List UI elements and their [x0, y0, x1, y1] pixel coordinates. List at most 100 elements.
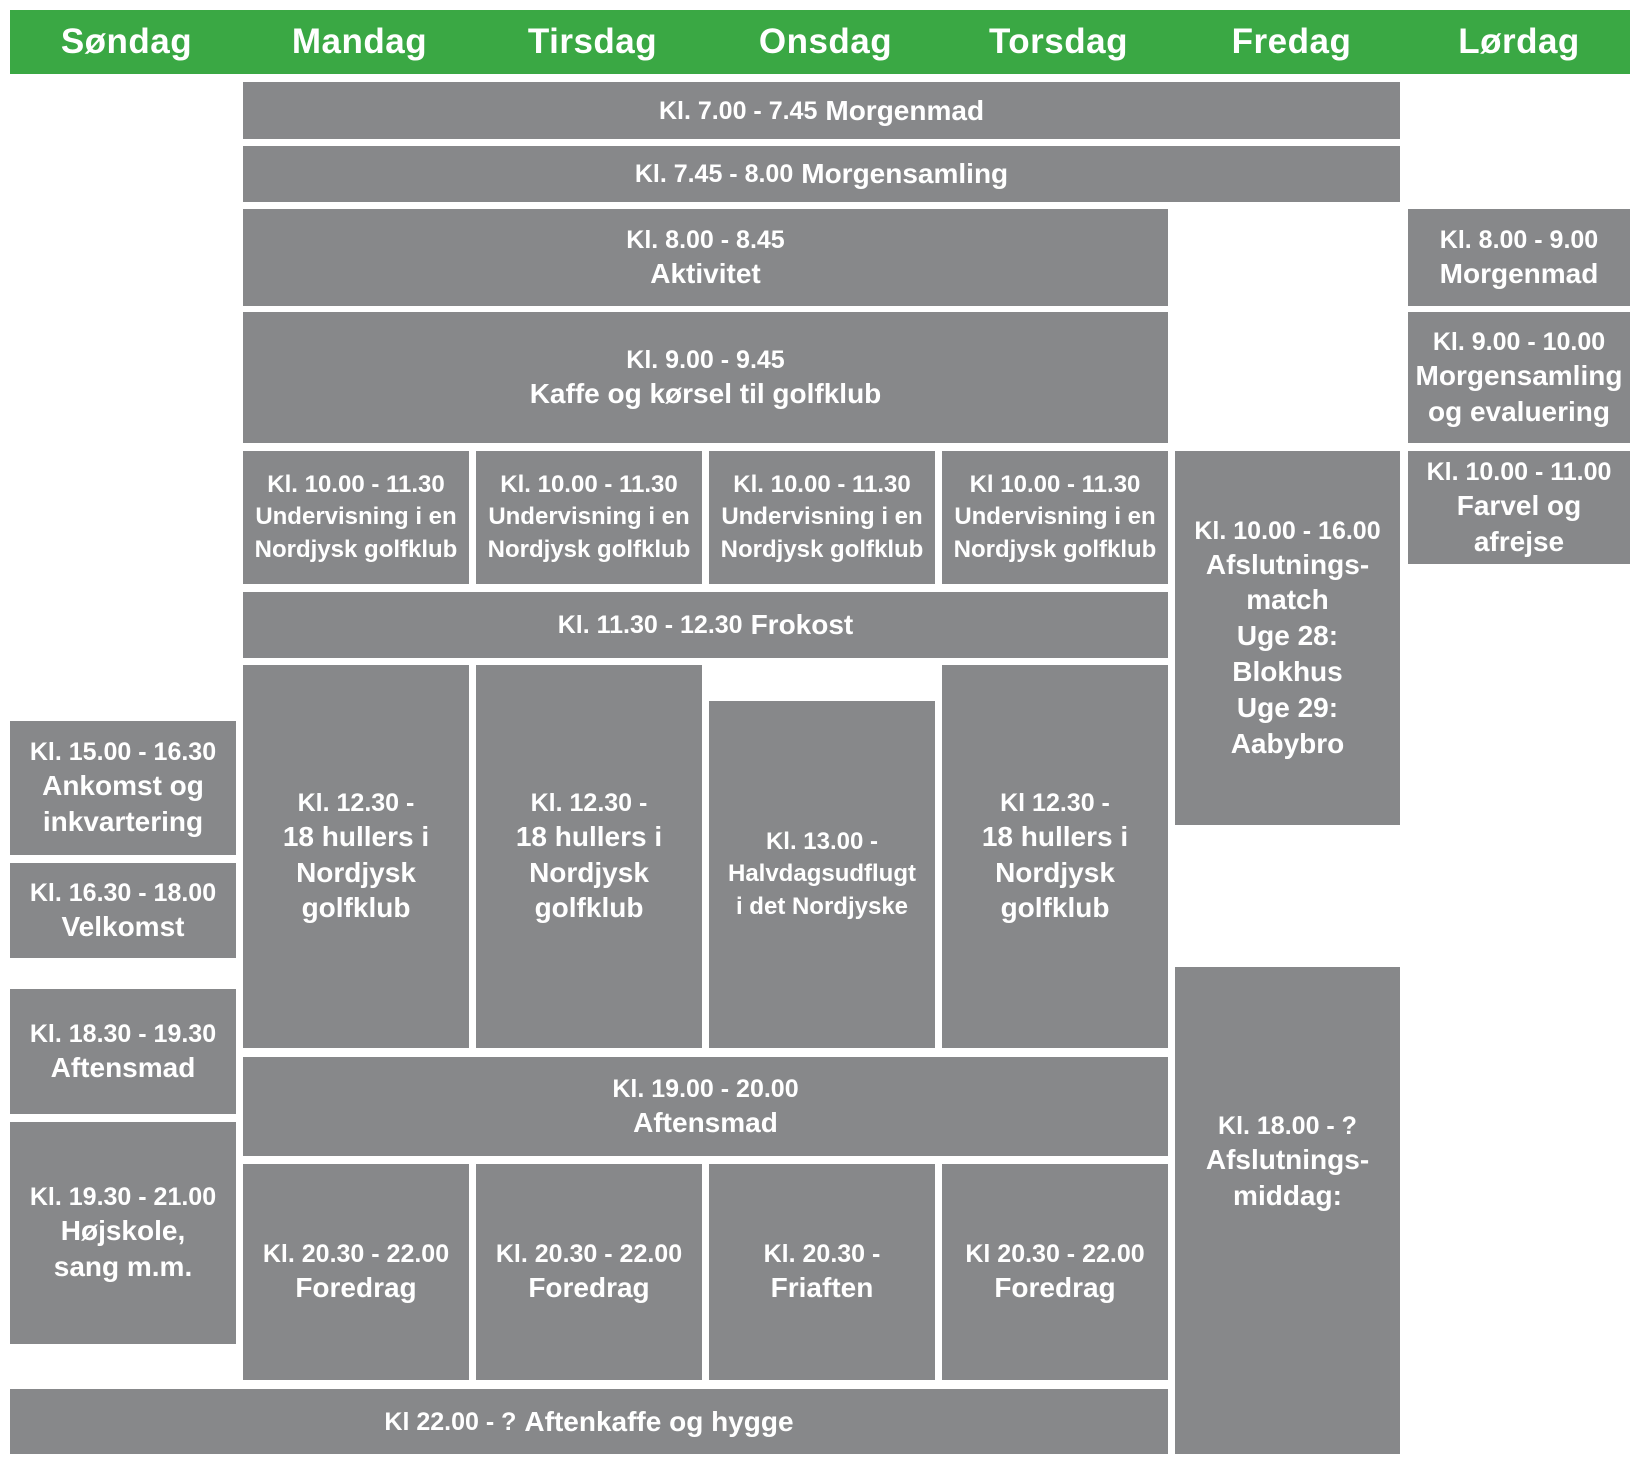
event-time: Kl. 7.00 - 7.45 [658, 96, 818, 125]
event-label-line: Undervisning i en [488, 503, 690, 531]
event-label-line: Undervisning i en [954, 503, 1156, 531]
event-time: Kl. 10.00 - 11.00 [1426, 457, 1612, 486]
event-label: Morgensamling [801, 158, 1009, 190]
event-label-line: Nordjysk golfklub [953, 535, 1157, 563]
event-time: Kl. 19.00 - 20.00 [612, 1074, 799, 1103]
event-label: Foredrag [528, 1272, 650, 1304]
event-friday-final-match: Kl. 10.00 - 16.00 Afslutnings- match Uge… [1175, 451, 1400, 825]
event-time: Kl. 9.00 - 9.45 [626, 345, 785, 374]
event-golf-tuesday: Kl. 12.30 - 18 hullers i Nordjysk golfkl… [476, 665, 702, 1048]
event-time: Kl. 13.00 - [765, 827, 879, 855]
event-label-line: Nordjysk [296, 856, 416, 888]
day-header-thursday: Torsdag [989, 22, 1128, 61]
event-label: Aftensmad [50, 1051, 196, 1083]
event-morning-assembly: Kl. 7.45 - 8.00 Morgensamling [243, 146, 1400, 202]
event-saturday-assembly: Kl. 9.00 - 10.00 Morgensamling og evalue… [1408, 312, 1630, 443]
event-label-line: i det Nordjyske [735, 892, 909, 920]
event-lesson-tuesday: Kl. 10.00 - 11.30 Undervisning i en Nord… [476, 451, 702, 584]
event-time: Kl 12.30 - [1000, 788, 1110, 817]
event-lesson-thursday: Kl 10.00 - 11.30 Undervisning i en Nordj… [942, 451, 1168, 584]
event-saturday-breakfast: Kl. 8.00 - 9.00 Morgenmad [1408, 209, 1630, 306]
event-label: Farvel og afrejse [1456, 489, 1582, 557]
event-time: Kl. 8.00 - 8.45 [626, 225, 785, 254]
event-time: Kl. 20.30 - 22.00 [262, 1240, 450, 1269]
event-golf-thursday: Kl 12.30 - 18 hullers i Nordjysk golfklu… [942, 665, 1168, 1048]
event-label: Frokost [750, 609, 854, 641]
event-lecture-thursday: Kl 20.30 - 22.00 Foredrag [942, 1164, 1168, 1380]
event-activity: Kl. 8.00 - 8.45 Aktivitet [243, 209, 1168, 306]
event-time: Kl. 7.45 - 8.00 [634, 160, 794, 188]
day-header-tuesday: Tirsdag [527, 22, 658, 61]
event-friday-final-dinner: Kl. 18.00 - ? Afslutnings- middag: [1175, 967, 1400, 1454]
event-label-line: inkvartering [42, 806, 204, 837]
event-time: Kl. 18.00 - ? [1218, 1112, 1357, 1140]
event-free-evening-wednesday: Kl. 20.30 - Friaften [709, 1164, 935, 1380]
event-time: Kl. 8.00 - 9.00 [1439, 225, 1599, 254]
event-label-line: Undervisning i en [255, 503, 457, 531]
day-header-saturday: Lørdag [1458, 22, 1580, 61]
day-header-bar [10, 10, 1630, 74]
event-time: Kl. 12.30 - [297, 788, 415, 817]
event-label: Velkomst [61, 910, 185, 942]
event-coffee-drive: Kl. 9.00 - 9.45 Kaffe og kørsel til golf… [243, 312, 1168, 443]
event-time: Kl. 12.30 - [530, 788, 648, 817]
event-label-line: 18 hullers i [515, 820, 663, 852]
event-label: Kaffe og kørsel til golfklub [529, 377, 882, 409]
event-lecture-monday: Kl. 20.30 - 22.00 Foredrag [243, 1164, 469, 1380]
event-sunday-arrival: Kl. 15.00 - 16.30 Ankomst og inkvarterin… [10, 721, 236, 855]
event-label: Morgenmad [825, 94, 985, 126]
event-label-line: match [1246, 584, 1329, 616]
event-dinner: Kl. 19.00 - 20.00 Aftensmad [243, 1057, 1168, 1156]
day-header-friday: Fredag [1231, 22, 1352, 61]
event-time: Kl. 11.30 - 12.30 [557, 611, 743, 639]
event-time: Kl. 10.00 - 16.00 [1194, 516, 1381, 545]
event-sunday-folk-high-school: Kl. 19.30 - 21.00 Højskole, sang m.m. [10, 1122, 236, 1344]
event-excursion-wednesday: Kl. 13.00 - Halvdagsudflugt i det Nordjy… [709, 701, 935, 1048]
event-label-line: Halvdagsudflugt [727, 860, 916, 888]
event-label-line: Morgensamling [1415, 359, 1623, 391]
event-label-line: Nordjysk [995, 856, 1115, 888]
event-label-line: Uge 29: Aabybro [1230, 691, 1345, 759]
day-header-sunday: Søndag [60, 22, 193, 61]
event-label-line: Nordjysk golfklub [487, 535, 691, 563]
event-label-line: golfklub [301, 892, 411, 924]
event-time: Kl. 16.30 - 18.00 [29, 878, 217, 907]
event-time: Kl. 15.00 - 16.30 [29, 738, 217, 767]
event-label: Friaften [770, 1272, 874, 1304]
event-time: Kl. 18.30 - 19.30 [29, 1019, 217, 1048]
event-time: Kl. 10.00 - 11.30 [267, 470, 445, 498]
event-time: Kl. 9.00 - 10.00 [1432, 327, 1606, 356]
event-label: Foredrag [295, 1272, 417, 1304]
event-label-line: 18 hullers i [981, 820, 1129, 852]
event-label-line: Nordjysk golfklub [254, 535, 458, 563]
event-label: Morgenmad [1439, 257, 1599, 289]
event-label-line: Nordjysk [529, 856, 649, 888]
event-sunday-dinner: Kl. 18.30 - 19.30 Aftensmad [10, 989, 236, 1114]
event-time: Kl. 20.30 - 22.00 [495, 1240, 683, 1269]
event-time: Kl. 10.00 - 11.30 [733, 470, 911, 498]
event-evening-coffee: Kl 22.00 - ? Aftenkaffe og hygge [10, 1389, 1168, 1454]
event-label-line: Afslutnings- [1205, 1144, 1370, 1175]
event-label: Foredrag [994, 1272, 1116, 1304]
event-label: Aftensmad [633, 1106, 778, 1138]
event-label-line: Højskole, [60, 1215, 186, 1247]
day-header-wednesday: Onsdag [758, 22, 893, 61]
event-lecture-tuesday: Kl. 20.30 - 22.00 Foredrag [476, 1164, 702, 1380]
event-label-line: golfklub [1000, 892, 1110, 924]
event-lunch: Kl. 11.30 - 12.30 Frokost [243, 592, 1168, 658]
event-time: Kl 20.30 - 22.00 [965, 1240, 1145, 1269]
event-label-line: 18 hullers i [282, 820, 430, 852]
event-lesson-wednesday: Kl. 10.00 - 11.30 Undervisning i en Nord… [709, 451, 935, 584]
event-label-line: og evaluering [1427, 395, 1611, 427]
event-label-line: Ankomst og [42, 770, 204, 802]
event-label-line: Nordjysk golfklub [720, 535, 924, 563]
event-label: Aftenkaffe og hygge [524, 1405, 794, 1437]
event-time: Kl 10.00 - 11.30 [969, 470, 1141, 498]
day-header-monday: Mandag [291, 22, 428, 61]
event-label-line: sang m.m. [53, 1251, 193, 1282]
event-label-line: Undervisning i en [721, 503, 923, 531]
event-time: Kl. 19.30 - 21.00 [29, 1183, 217, 1212]
event-label-line: Afslutnings- [1205, 548, 1370, 580]
event-label-line: middag: [1233, 1179, 1342, 1211]
event-label: Aktivitet [650, 257, 761, 289]
